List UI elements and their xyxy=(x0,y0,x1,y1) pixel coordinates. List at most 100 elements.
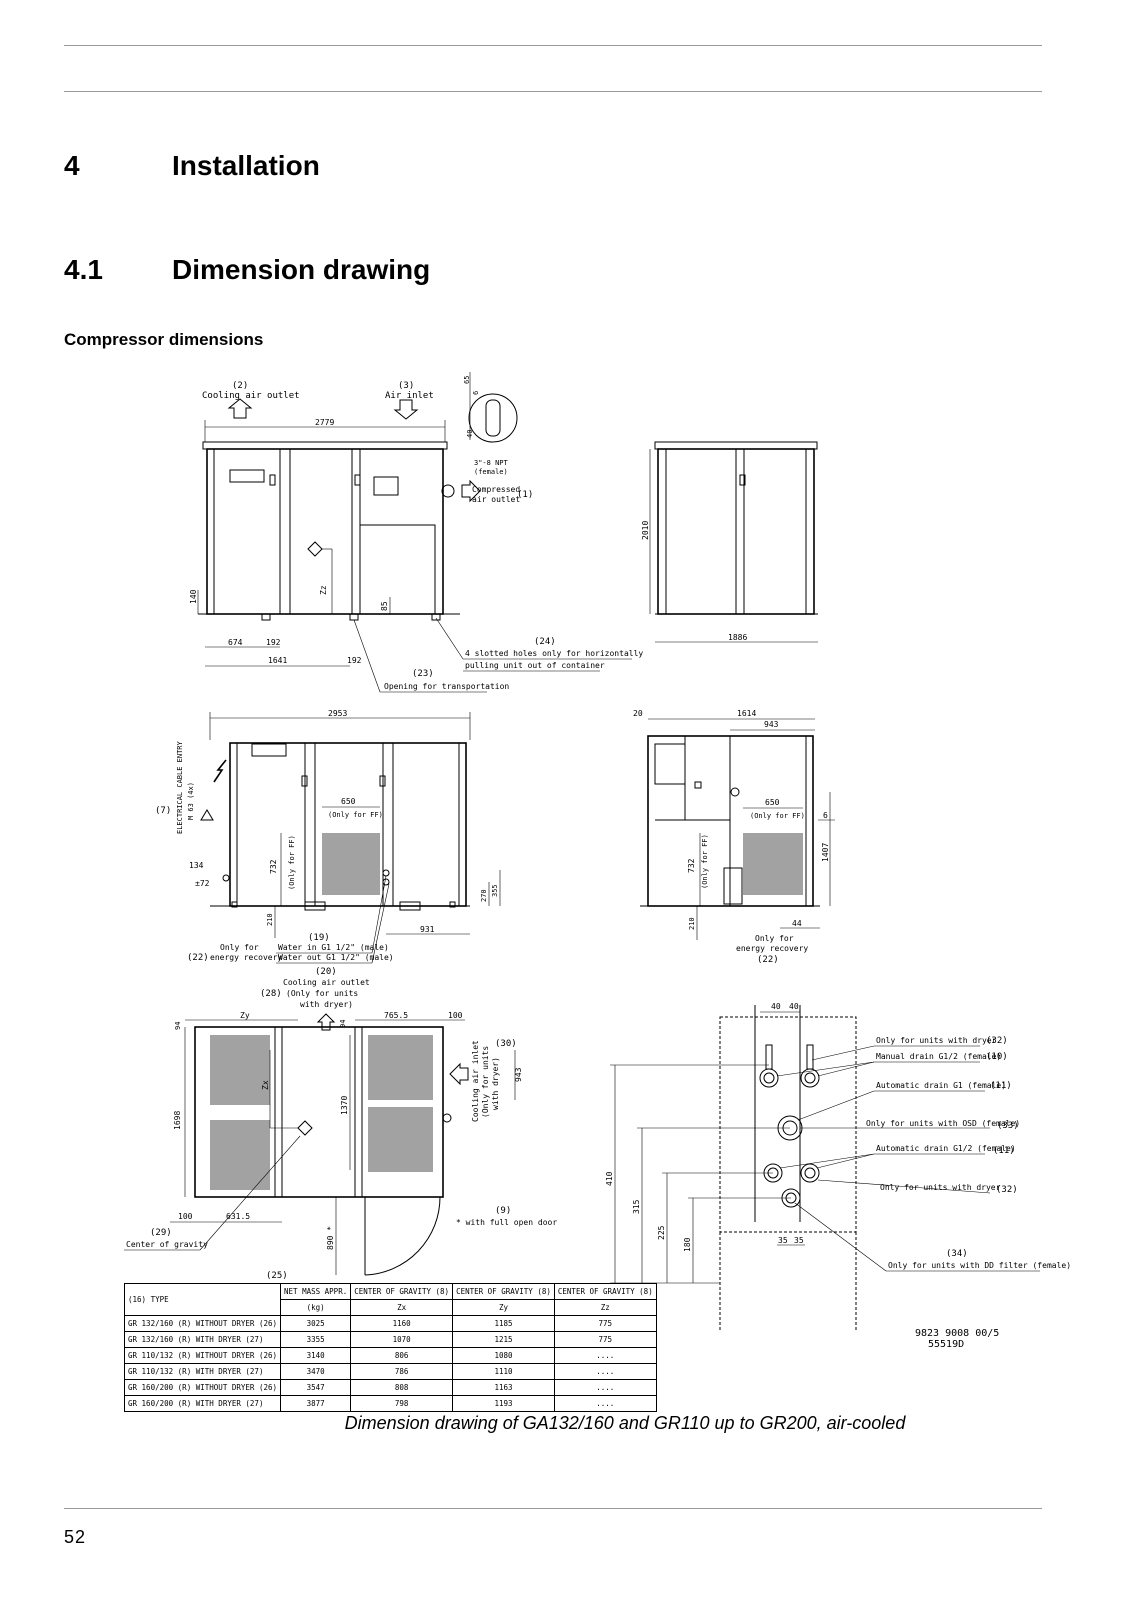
dim-6315: 631.5 xyxy=(226,1212,250,1221)
label-female: (female) xyxy=(474,468,508,476)
dim-192: 192 xyxy=(266,638,281,647)
ref-22b: (22) xyxy=(757,955,779,965)
row-ref: (27) xyxy=(245,1399,264,1408)
dim-85: 85 xyxy=(380,601,389,611)
ref-19: (19) xyxy=(308,933,330,943)
table-row: GR 132/160 (R) WITH DRYER (27) 3355 1070… xyxy=(123,1331,657,1348)
ref-22: (22) xyxy=(187,953,209,963)
dim-650: 650 xyxy=(341,797,356,806)
label-only-units: (Only for units xyxy=(286,989,358,998)
ref-16: (16) xyxy=(128,1295,147,1304)
dim-1614: 1614 xyxy=(737,709,756,718)
header-cog-z: CENTER OF GRAVITY xyxy=(557,1287,635,1296)
dim-zx: Zx xyxy=(261,1080,270,1090)
front-view-middle: 2953 650 (Only for FF) 732 (Only for FF)… xyxy=(155,709,501,964)
row-zx: 786 xyxy=(350,1363,454,1380)
ref-11b: (11) xyxy=(993,1146,1015,1156)
center-of-gravity-diamond-icon-b xyxy=(297,1120,313,1136)
ref-10: (10) xyxy=(986,1052,1008,1062)
label-cooling-air-outlet: Cooling air outlet xyxy=(202,391,300,401)
label-electrical-entry: ELECTRICAL CABLE ENTRY xyxy=(176,740,184,834)
dim-35a: 35 xyxy=(778,1236,788,1245)
dim-44: 44 xyxy=(792,919,802,928)
row-zy: 1185 xyxy=(452,1315,555,1332)
row-mass: 3140 xyxy=(280,1347,352,1364)
row-mass: 3547 xyxy=(280,1379,352,1396)
dim-890: 890 * xyxy=(326,1226,335,1250)
dim-732: 732 xyxy=(269,859,278,874)
header-rule xyxy=(64,91,1042,92)
ref-24: (24) xyxy=(534,637,556,647)
ref-32b: (32) xyxy=(996,1185,1018,1195)
dim-zz: Zz xyxy=(319,585,328,595)
row-type: GR 132/160 (R) WITHOUT DRYER xyxy=(128,1319,255,1328)
top-rule xyxy=(64,45,1042,46)
table-row: GR 160/200 (R) WITH DRYER (27) 3877 798 … xyxy=(123,1395,657,1412)
row-zy: 1163 xyxy=(452,1379,555,1396)
label-only-units-dryer-b: Only for units with dryer xyxy=(880,1183,1001,1192)
row-ref: (27) xyxy=(245,1367,264,1376)
dim-1886: 1886 xyxy=(728,633,747,642)
grille-2 xyxy=(210,1120,270,1190)
header-zy: Zy xyxy=(452,1299,555,1316)
ref-32: (32) xyxy=(986,1036,1008,1046)
label-opening-transport: Opening for transportation xyxy=(384,682,509,691)
ref-11: (11) xyxy=(990,1081,1012,1091)
dryer-grille xyxy=(322,833,380,895)
dim-35b: 35 xyxy=(794,1236,804,1245)
table-header-row: (16) TYPE NET MASS APPR. CENTER OF GRAVI… xyxy=(123,1283,657,1316)
label-manual-drain: Manual drain G1/2 (female) xyxy=(876,1052,1001,1061)
dim-40a: 40 xyxy=(771,1002,781,1011)
dim-1641: 1641 xyxy=(268,656,287,665)
dim-650b: 650 xyxy=(765,798,780,807)
ref-1: (1) xyxy=(517,490,533,500)
label-slotted-holes-1: 4 slotted holes only for horizontally xyxy=(465,649,643,658)
chapter-title: Installation xyxy=(172,150,320,181)
dim-94b: 94 xyxy=(339,1020,347,1028)
ref-8a: (8) xyxy=(435,1287,450,1296)
label-only-for-ff-b: (Only for FF) xyxy=(750,812,805,820)
row-zz: 775 xyxy=(553,1315,657,1332)
dim-210b: 210 xyxy=(688,917,696,930)
row-ref: (26) xyxy=(258,1383,278,1392)
grille-4 xyxy=(368,1107,433,1172)
row-zz: .... xyxy=(553,1363,657,1380)
section-title: Dimension drawing xyxy=(172,254,431,285)
label-with-dryer: with dryer) xyxy=(300,1000,353,1009)
label-only-for: Only for xyxy=(220,943,259,952)
door-swing-arc xyxy=(364,1196,441,1276)
label-with-dryer-v: with dryer) xyxy=(491,1057,500,1110)
row-zz: .... xyxy=(553,1347,657,1364)
label-air-inlet: Air inlet xyxy=(385,391,434,401)
label-npt: 3"-8 NPT xyxy=(474,459,509,467)
label-energy-recovery-b: energy recovery xyxy=(736,944,808,953)
label-center-of-gravity: Center of gravity xyxy=(126,1240,208,1249)
row-mass: 3025 xyxy=(280,1315,352,1332)
grille-1 xyxy=(210,1035,270,1105)
row-type: GR 160/200 (R) WITH DRYER xyxy=(128,1399,241,1408)
dim-40b: 40 xyxy=(789,1002,799,1011)
label-energy-recovery: energy recovery xyxy=(210,953,282,962)
ref-7: (7) xyxy=(155,806,171,816)
center-of-gravity-table: (16) TYPE NET MASS APPR. CENTER OF GRAVI… xyxy=(123,1283,657,1412)
arrow-up-icon-b xyxy=(316,1013,336,1031)
dim-192b: 192 xyxy=(347,656,362,665)
label-water-in: Water in G1 1/2" (male) xyxy=(278,943,389,952)
label-only-units-osd: Only for units with OSD (female) xyxy=(866,1119,1020,1128)
label-only-for-ff-vb: (Only for FF) xyxy=(701,834,709,889)
row-zx: 1070 xyxy=(350,1331,454,1348)
section-number: 4.1 xyxy=(64,254,103,285)
dim-100b: 100 xyxy=(178,1212,193,1221)
dim-943: 943 xyxy=(764,720,779,729)
label-only-for-b: Only for xyxy=(755,934,794,943)
ref-30: (30) xyxy=(495,1039,517,1049)
side-view-middle: 20 1614 943 650 (Only for FF) 6 1407 732… xyxy=(633,709,835,965)
dim-134: 134 xyxy=(189,861,204,870)
label-auto-drain-g1: Automatic drain G1 (female) xyxy=(876,1081,1006,1090)
dim-674: 674 xyxy=(228,638,243,647)
footer-rule xyxy=(64,1508,1042,1509)
dim-315: 315 xyxy=(632,1199,641,1214)
dim-100: 100 xyxy=(448,1011,463,1020)
dim-410: 410 xyxy=(605,1171,614,1186)
